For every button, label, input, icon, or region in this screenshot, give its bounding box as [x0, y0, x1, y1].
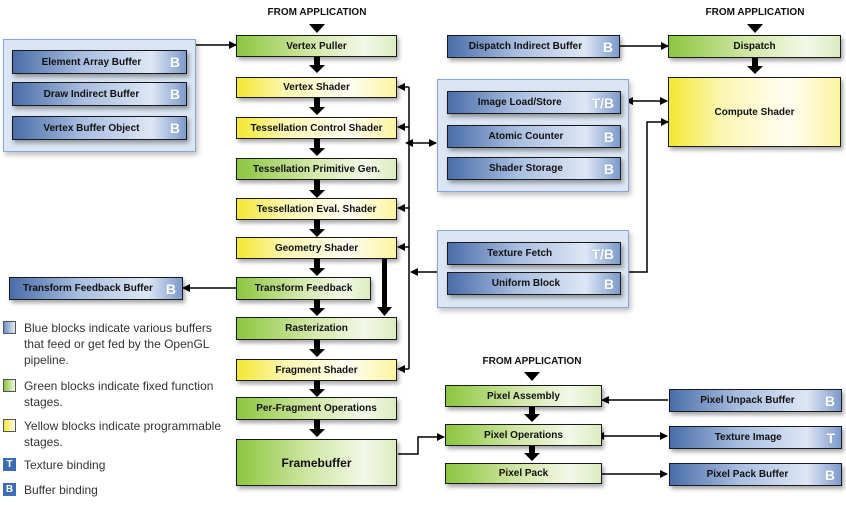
legend-yellow-text: Yellow blocks indicate programmable stag…	[24, 419, 221, 449]
vertex-buffers-group: Element Array Buffer B Draw Indirect Buf…	[3, 39, 196, 152]
draw-indirect-buffer[interactable]: Draw Indirect Buffer B	[12, 82, 187, 106]
shader-storage[interactable]: Shader Storage B	[447, 157, 621, 180]
from-app-arrow-compute	[747, 24, 763, 33]
tessellation-primitive-gen[interactable]: Tessellation Primitive Gen.	[236, 158, 397, 180]
uniform-block-label: Uniform Block	[491, 278, 561, 289]
pixel-unpack-buffer-label: Pixel Unpack Buffer	[700, 395, 795, 406]
shared-resources-group: Image Load/Store T/B Atomic Counter B Sh…	[437, 79, 629, 192]
blue-swatch-icon	[3, 321, 16, 334]
legend-texture: T Texture binding	[3, 457, 105, 473]
texture-buffer-binding-badge: T/B	[591, 94, 614, 111]
pixel-pack-buffer[interactable]: Pixel Pack Buffer B	[669, 463, 842, 486]
image-load-store-label: Image Load/Store	[477, 97, 562, 108]
rasterization[interactable]: Rasterization	[236, 317, 397, 340]
buffer-binding-badge: B	[165, 280, 176, 297]
buffer-binding-badge: B	[169, 120, 180, 136]
legend-green: Green blocks indicate fixed function sta…	[3, 378, 228, 410]
from-app-arrow-pixel	[524, 372, 540, 381]
buffer-binding-badge: B	[602, 38, 613, 55]
fragment-shader[interactable]: Fragment Shader	[236, 359, 397, 381]
image-load-store[interactable]: Image Load/Store T/B	[447, 91, 621, 114]
buffer-binding-icon: B	[3, 483, 16, 496]
buffer-binding-badge: B	[603, 128, 614, 145]
transform-feedback-buffer-label: Transform Feedback Buffer	[22, 283, 153, 294]
green-swatch-icon	[3, 379, 16, 392]
transform-feedback[interactable]: Transform Feedback	[236, 277, 371, 300]
read-resources-group: Texture Fetch T/B Uniform Block B	[437, 230, 629, 308]
wire-read-to-compute	[629, 118, 669, 273]
legend-buffer-text: Buffer binding	[24, 483, 98, 497]
uniform-block[interactable]: Uniform Block B	[447, 272, 621, 295]
buffer-binding-badge: B	[603, 160, 614, 177]
pixel-assembly[interactable]: Pixel Assembly	[445, 385, 602, 407]
legend-blue: Blue blocks indicate various buffers tha…	[3, 320, 228, 368]
pipeline-flow-arrows	[309, 57, 763, 461]
dispatch[interactable]: Dispatch	[668, 35, 841, 58]
texture-fetch-label: Texture Fetch	[487, 248, 553, 259]
vertex-puller[interactable]: Vertex Puller	[236, 35, 397, 57]
from-application-header: FROM APPLICATION	[267, 7, 367, 18]
pixel-pack-buffer-label: Pixel Pack Buffer	[706, 469, 789, 480]
pixel-pack[interactable]: Pixel Pack	[445, 463, 602, 484]
framebuffer[interactable]: Framebuffer	[236, 439, 397, 486]
element-array-buffer-label: Element Array Buffer	[41, 56, 142, 68]
texture-image[interactable]: Texture Image T	[669, 426, 842, 449]
tessellation-eval-shader[interactable]: Tessellation Eval. Shader	[236, 198, 397, 220]
shader-storage-label: Shader Storage	[488, 163, 563, 174]
dispatch-indirect-buffer-label: Dispatch Indirect Buffer	[468, 41, 583, 52]
wire-framebuffer-pixelops	[398, 433, 445, 455]
vertex-buffer-object[interactable]: Vertex Buffer Object B	[12, 116, 187, 140]
buffer-binding-badge: B	[824, 392, 835, 409]
texture-binding-icon: T	[3, 458, 16, 471]
legend-blue-text: Blue blocks indicate various buffers tha…	[24, 321, 212, 367]
draw-indirect-buffer-label: Draw Indirect Buffer	[43, 88, 140, 100]
from-application-pixel-header: FROM APPLICATION	[482, 356, 582, 367]
atomic-counter[interactable]: Atomic Counter B	[447, 125, 621, 148]
element-array-buffer[interactable]: Element Array Buffer B	[12, 50, 187, 74]
texture-fetch[interactable]: Texture Fetch T/B	[447, 242, 621, 265]
texture-binding-badge: T	[826, 429, 835, 446]
dispatch-indirect-buffer[interactable]: Dispatch Indirect Buffer B	[447, 35, 620, 58]
vertex-shader[interactable]: Vertex Shader	[236, 77, 397, 98]
vertex-buffer-object-label: Vertex Buffer Object	[43, 122, 140, 134]
buffer-binding-badge: B	[824, 466, 835, 483]
compute-shader[interactable]: Compute Shader	[668, 77, 841, 147]
transform-feedback-buffer[interactable]: Transform Feedback Buffer B	[9, 277, 183, 300]
legend-buffer: B Buffer binding	[3, 482, 98, 498]
per-fragment-operations[interactable]: Per-Fragment Operations	[236, 397, 397, 420]
buffer-binding-badge: B	[169, 54, 180, 70]
pixel-unpack-buffer[interactable]: Pixel Unpack Buffer B	[669, 389, 842, 412]
yellow-swatch-icon	[3, 419, 16, 432]
atomic-counter-label: Atomic Counter	[488, 131, 564, 142]
buffer-binding-badge: B	[169, 86, 180, 102]
tessellation-control-shader[interactable]: Tessellation Control Shader	[236, 117, 397, 139]
texture-buffer-binding-badge: T/B	[591, 245, 614, 262]
from-app-arrow-main	[309, 24, 325, 33]
pixel-operations[interactable]: Pixel Operations	[445, 424, 602, 446]
texture-image-label: Texture Image	[714, 432, 782, 443]
geometry-shader[interactable]: Geometry Shader	[236, 237, 397, 259]
legend-yellow: Yellow blocks indicate programmable stag…	[3, 418, 238, 450]
legend-green-text: Green blocks indicate fixed function sta…	[24, 379, 214, 409]
from-application-compute-header: FROM APPLICATION	[705, 7, 805, 18]
legend-texture-text: Texture binding	[24, 458, 106, 472]
buffer-binding-badge: B	[603, 275, 614, 292]
